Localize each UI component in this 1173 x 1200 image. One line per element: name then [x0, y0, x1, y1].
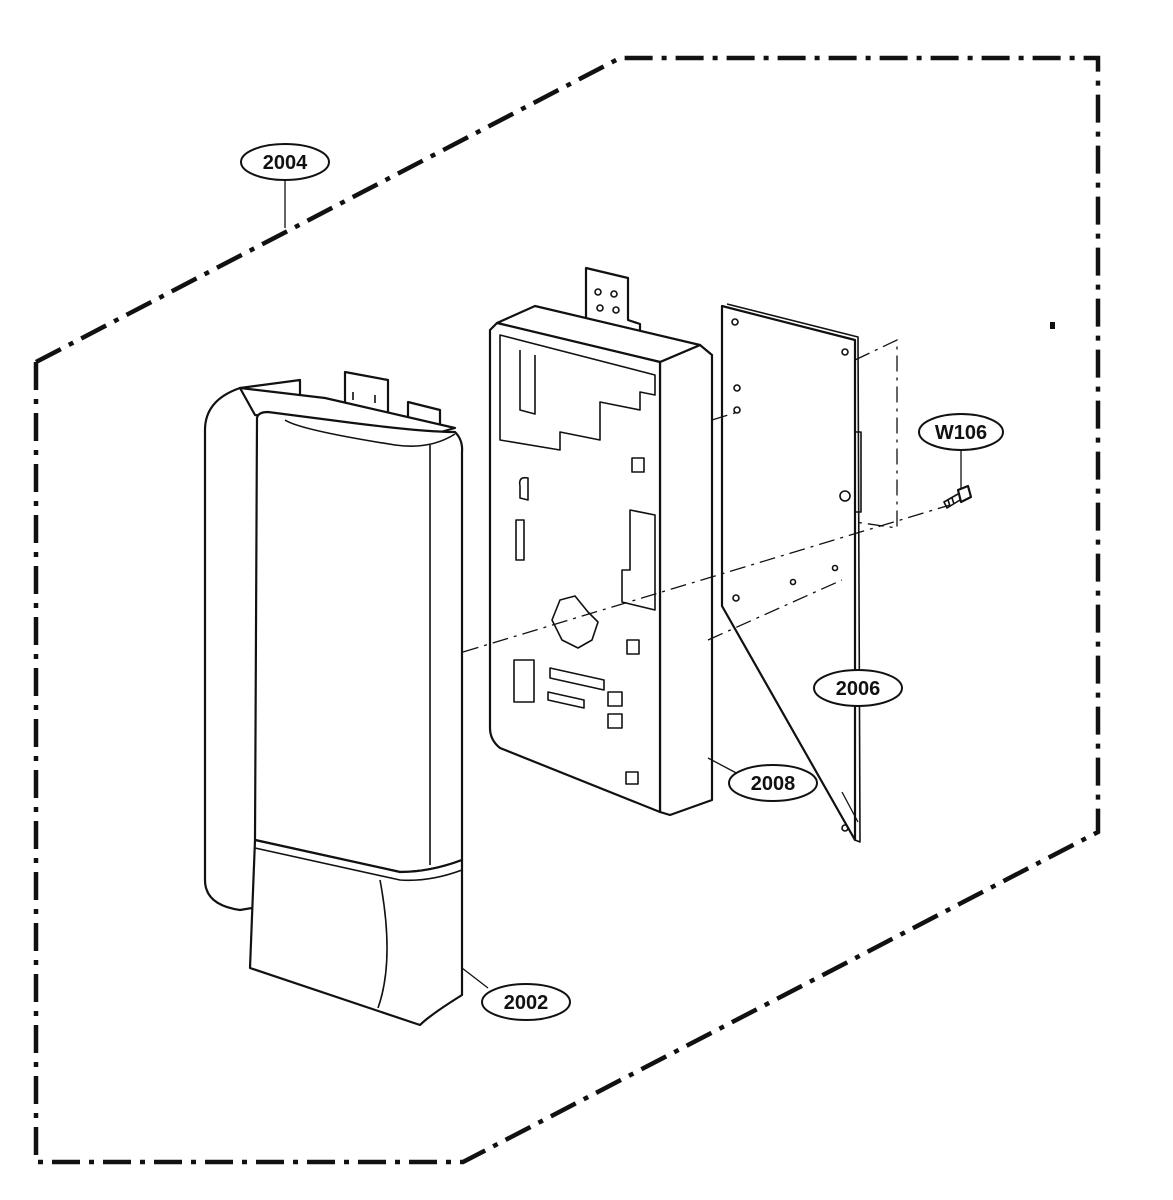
front-panel-face-upper: [253, 410, 464, 874]
callout-2006: 2006: [813, 669, 903, 707]
front-panel-face-lower: [248, 838, 464, 1027]
pcb-board: [720, 304, 857, 842]
callout-2004-label: 2004: [263, 152, 308, 174]
frame-part: [488, 266, 714, 817]
pcb-board-part: [720, 303, 898, 843]
stray-mark: [1050, 322, 1055, 329]
callout-w106-label: W106: [935, 422, 987, 444]
leader-2002: [461, 967, 489, 989]
callout-w106: W106: [918, 413, 1004, 451]
screw-head: [956, 484, 973, 504]
callout-2002: 2002: [481, 983, 571, 1021]
callout-2002-label: 2002: [504, 992, 549, 1014]
front-panel-part: [203, 370, 464, 1027]
leader-2006: [841, 791, 859, 823]
callout-2004: 2004: [240, 143, 330, 181]
frame-side: [658, 343, 714, 817]
screw-part: [943, 484, 973, 509]
callout-2008-label: 2008: [751, 773, 796, 795]
callout-2006-label: 2006: [836, 678, 881, 700]
assembly-boundary: [33, 55, 1101, 1165]
frame-face: [488, 321, 662, 814]
callout-2008: 2008: [728, 764, 818, 802]
assembly-axis-main: [462, 504, 951, 653]
assembly-axis-board: [707, 579, 843, 641]
assembly-axis-upper: [711, 411, 739, 421]
